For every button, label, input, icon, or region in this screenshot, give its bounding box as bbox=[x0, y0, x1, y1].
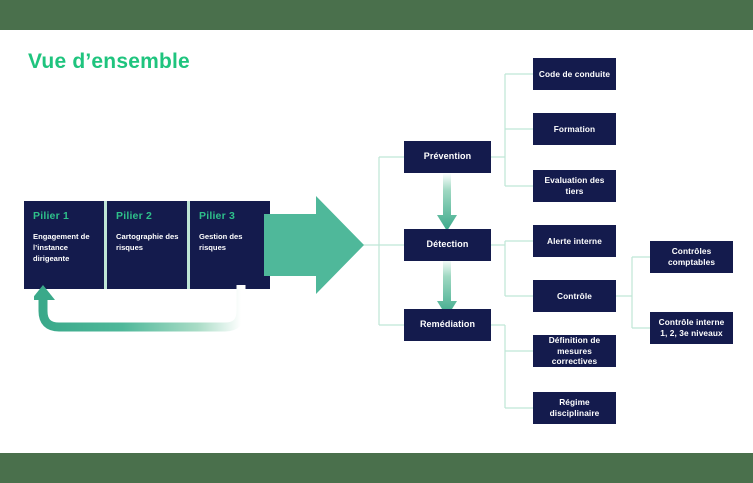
pillar-description: Engagement de l’instance dirigeante bbox=[33, 232, 90, 263]
feedback-loop-arrow-icon bbox=[34, 285, 246, 332]
pillar-gap-connector-2 bbox=[186, 201, 190, 289]
pillar-card-1[interactable]: Pilier 1 Engagement de l’instance dirige… bbox=[24, 201, 104, 289]
leaf-box-evaluation-des-tiers[interactable]: Evaluation des tiers bbox=[533, 170, 616, 202]
stage-box-detection[interactable]: Détection bbox=[404, 229, 491, 261]
pillar-gap-connector-1 bbox=[103, 201, 107, 289]
pillar-card-3[interactable]: Pilier 3 Gestion des risques bbox=[190, 201, 270, 289]
stage-box-remediation[interactable]: Remédiation bbox=[404, 309, 491, 341]
pillar-card-2[interactable]: Pilier 2 Cartographie des risques bbox=[107, 201, 187, 289]
pillar-description: Cartographie des risques bbox=[116, 232, 179, 252]
leaf-box-formation[interactable]: Formation bbox=[533, 113, 616, 145]
flow-arrow-down-icon-1 bbox=[437, 173, 457, 231]
flow-arrow-down-icon-2 bbox=[437, 259, 457, 317]
leaf-box-controle[interactable]: Contrôle bbox=[533, 280, 616, 312]
pillar-title: Pilier 3 bbox=[199, 210, 236, 222]
subleaf-box-controle-interne[interactable]: Contrôle interne 1, 2, 3e niveaux bbox=[650, 312, 733, 344]
bottom-green-band bbox=[0, 453, 753, 483]
stage-box-prevention[interactable]: Prévention bbox=[404, 141, 491, 173]
leaf-box-regime-disciplinaire[interactable]: Régime disciplinaire bbox=[533, 392, 616, 424]
flow-arrow-right-icon bbox=[264, 196, 364, 294]
pillar-title: Pilier 1 bbox=[33, 210, 70, 222]
leaf-box-code-de-conduite[interactable]: Code de conduite bbox=[533, 58, 616, 90]
pillar-description: Gestion des risques bbox=[199, 232, 243, 252]
leaf-box-definition-de-mesures-correctives[interactable]: Définition de mesures correctives bbox=[533, 335, 616, 367]
subleaf-box-controles-comptables[interactable]: Contrôles comptables bbox=[650, 241, 733, 273]
page-title: Vue d’ensemble bbox=[28, 50, 190, 73]
top-green-band bbox=[0, 0, 753, 30]
leaf-box-alerte-interne[interactable]: Alerte interne bbox=[533, 225, 616, 257]
pillar-title: Pilier 2 bbox=[116, 210, 153, 222]
